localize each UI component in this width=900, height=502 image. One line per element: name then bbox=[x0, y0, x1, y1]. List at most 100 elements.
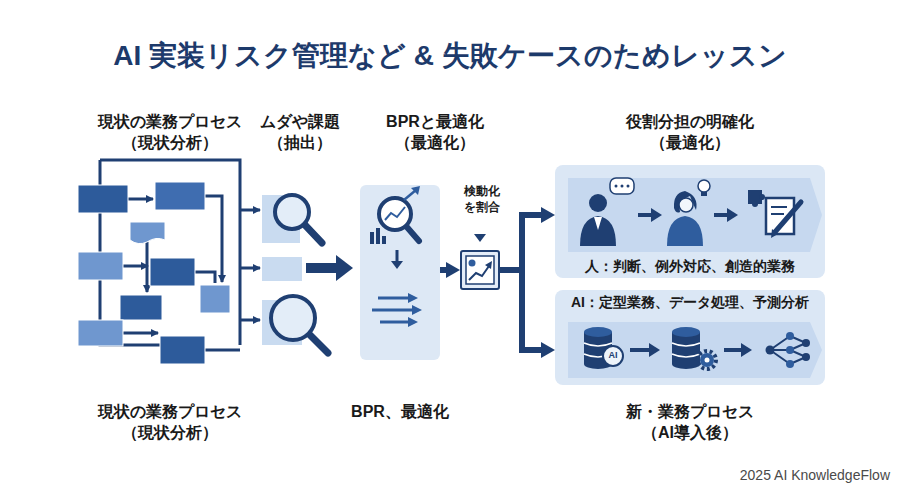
magnifier-icon bbox=[271, 195, 328, 353]
flow-wire bbox=[100, 160, 240, 345]
magnifier-icon bbox=[275, 195, 309, 229]
analysis-icon bbox=[370, 232, 374, 244]
task-icon bbox=[752, 201, 758, 207]
database-icon bbox=[672, 332, 700, 364]
node-text: AI：定型業務、データ処理、予測分析 bbox=[555, 293, 825, 311]
section-label: ムダや課題 （抽出） bbox=[245, 112, 355, 154]
database-icon bbox=[700, 353, 714, 367]
section-label: 役割分担の明確化 （最適化） bbox=[590, 112, 790, 154]
down-arrow bbox=[396, 250, 399, 262]
speed-arrows bbox=[372, 293, 422, 327]
flow-box bbox=[150, 258, 195, 286]
database-icon bbox=[603, 346, 623, 366]
person-icon bbox=[698, 180, 710, 192]
analysis-icon bbox=[385, 207, 405, 220]
flow-wire bbox=[240, 209, 260, 212]
database-icon bbox=[584, 332, 612, 364]
task-icon bbox=[748, 190, 801, 238]
step-arrow bbox=[741, 343, 752, 357]
network-icon bbox=[766, 332, 811, 368]
node-text: 検動化 を割合 bbox=[459, 184, 505, 215]
flow-connector bbox=[500, 270, 555, 350]
flow-box bbox=[130, 222, 165, 244]
database-icon bbox=[672, 327, 700, 337]
section-label: 現状の業務プロセス （現状分析） bbox=[80, 112, 260, 154]
connector-group bbox=[440, 215, 555, 350]
step-arrow bbox=[649, 343, 660, 357]
step-arrow bbox=[638, 213, 652, 217]
person-icon bbox=[627, 185, 630, 188]
big-arrow bbox=[306, 263, 338, 273]
flow-box bbox=[78, 185, 128, 213]
process-panel: BPRと最適化 （最適化）BPR、最適化 bbox=[360, 185, 440, 360]
task-icon bbox=[771, 229, 778, 238]
network-icon bbox=[786, 332, 794, 340]
issue-card bbox=[262, 257, 302, 281]
analysis-icon bbox=[376, 228, 380, 244]
task-icon bbox=[759, 194, 765, 200]
issue-card bbox=[262, 195, 302, 345]
flow-wire bbox=[100, 160, 260, 350]
section-label: 新・業務プロセス （AI導入後） bbox=[600, 402, 780, 444]
watermark: 2025 AI KnowledgeFlow bbox=[700, 466, 890, 484]
person-icon bbox=[701, 192, 707, 196]
flow-box bbox=[120, 295, 162, 320]
flow-wire bbox=[240, 267, 260, 270]
person-icon bbox=[621, 185, 624, 188]
flow-wire bbox=[195, 272, 215, 283]
flow-box bbox=[78, 252, 123, 280]
analysis-icon bbox=[382, 236, 386, 244]
flow-wire bbox=[146, 242, 149, 292]
step-arrow bbox=[727, 208, 738, 222]
analysis-icon bbox=[411, 186, 420, 195]
flow-wire bbox=[128, 198, 153, 201]
flow-box bbox=[155, 182, 205, 210]
magnifier-icon bbox=[309, 334, 328, 353]
step-arrow bbox=[630, 208, 752, 357]
down-arrow bbox=[391, 261, 403, 269]
role-band bbox=[568, 322, 822, 378]
diagram-title: AI 実装リスク管理など & 失敗ケースのためレッスン bbox=[0, 38, 900, 74]
analysis-icon bbox=[379, 198, 411, 230]
task-icon bbox=[771, 206, 787, 208]
speed-arrows bbox=[408, 293, 418, 303]
node-text: 人：判断、例外対応、創造的業務 bbox=[555, 257, 825, 275]
flow-connector bbox=[440, 267, 460, 273]
analysis-icon bbox=[370, 186, 420, 244]
chart-icon bbox=[466, 256, 494, 284]
speed-arrows bbox=[408, 317, 418, 327]
role-panel: AI：定型業務、データ処理、予測分析 bbox=[555, 290, 825, 385]
network-icon bbox=[802, 353, 810, 361]
database-icon bbox=[672, 359, 700, 369]
chart-box: 検動化 を割合 bbox=[460, 250, 500, 290]
task-icon bbox=[766, 198, 794, 234]
database-icon bbox=[584, 327, 716, 369]
person-icon bbox=[580, 178, 710, 246]
database-icon bbox=[584, 327, 612, 337]
issue-card bbox=[262, 195, 300, 243]
person-icon bbox=[594, 217, 602, 230]
task-icon bbox=[775, 202, 801, 232]
database-icon bbox=[672, 354, 700, 357]
step-arrow bbox=[724, 348, 742, 352]
flow-connector bbox=[500, 215, 555, 270]
network-icon bbox=[766, 346, 775, 355]
person-icon bbox=[589, 194, 607, 212]
analysis-icon bbox=[404, 190, 416, 200]
network-icon bbox=[802, 339, 810, 347]
person-icon bbox=[615, 185, 618, 188]
role-band bbox=[568, 178, 822, 378]
flow-wire bbox=[123, 332, 158, 335]
network-icon bbox=[786, 346, 794, 354]
flow-box bbox=[200, 285, 230, 313]
flow-box bbox=[160, 336, 205, 364]
down-arrow bbox=[391, 234, 486, 269]
step-arrow bbox=[714, 213, 728, 217]
task-icon bbox=[748, 190, 762, 204]
big-arrow bbox=[306, 255, 353, 281]
task-icon bbox=[771, 213, 784, 215]
flow-wire bbox=[205, 196, 222, 282]
network-icon bbox=[770, 336, 806, 364]
